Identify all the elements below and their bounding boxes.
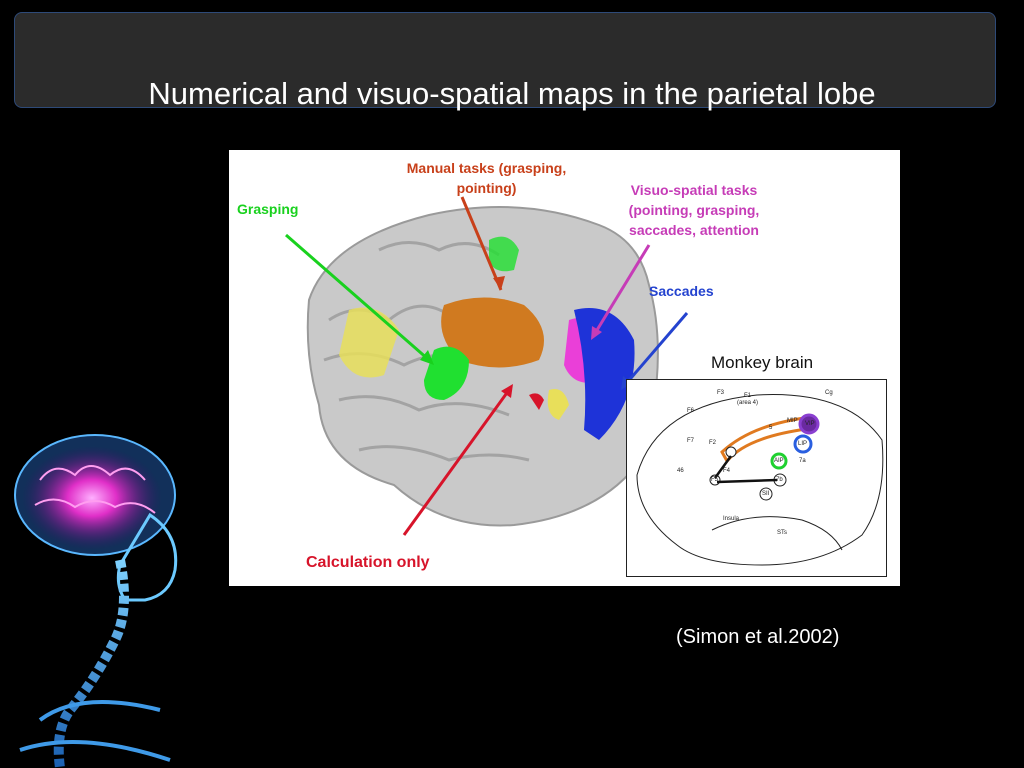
area-46: 46 <box>677 468 684 474</box>
area-f3: F3 <box>717 390 725 396</box>
area-f6: F6 <box>687 408 695 414</box>
title-bar <box>14 12 996 108</box>
label-manual-tasks: Manual tasks (grasping, pointing) <box>406 160 567 196</box>
human-brain-illustration <box>285 196 689 536</box>
monkey-brain-outline <box>636 394 884 566</box>
area-f5: F5 <box>711 477 719 483</box>
area-sii: SII <box>762 491 770 497</box>
label-saccades: Saccades <box>649 283 714 299</box>
area-7a: 7a <box>799 458 806 464</box>
area-lip: LIP <box>798 441 808 447</box>
area-sts: STs <box>777 530 788 536</box>
area-mip: MIP <box>787 418 798 424</box>
monkey-brain-diagram: F3 F1 (area 4) Cg F6 F7 F2 5 MIP VIP LIP… <box>626 379 887 577</box>
area-insula: Insula <box>723 516 740 522</box>
area-f4: F4 <box>723 468 731 474</box>
label-calculation-only: Calculation only <box>306 554 430 571</box>
area-f1: F1 <box>744 393 752 399</box>
area-cg: Cg <box>825 390 833 396</box>
area-f7: F7 <box>687 438 695 444</box>
label-monkey-brain: Monkey brain <box>711 353 814 372</box>
area-5: 5 <box>769 425 773 431</box>
area-aip: AIP <box>774 458 784 464</box>
area-f2: F2 <box>709 440 717 446</box>
citation: (Simon et al.2002) <box>676 626 840 648</box>
area-vip: VIP <box>805 421 815 427</box>
skeleton-brain-illustration <box>14 434 178 768</box>
area-4: (area 4) <box>737 400 759 406</box>
label-grasping: Grasping <box>237 201 299 217</box>
area-7b: 7b <box>776 477 783 483</box>
brain-figure: Manual tasks (grasping, pointing) Graspi… <box>229 150 900 586</box>
slide-title: Numerical and visuo-spatial maps in the … <box>148 76 876 111</box>
label-visuo-spatial-tasks: Visuo-spatial tasks (pointing, grasping,… <box>628 182 760 238</box>
